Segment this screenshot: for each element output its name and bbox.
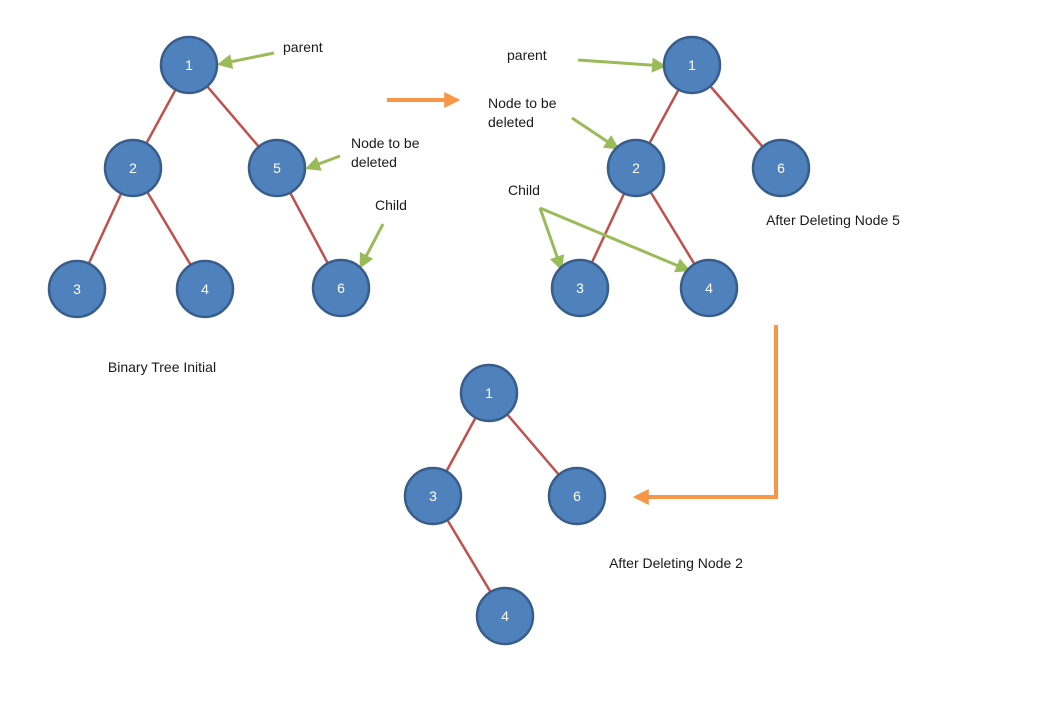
node-circle: [751, 138, 811, 198]
annotation-a2: Node to be deleted: [351, 135, 420, 170]
node-circle: [550, 258, 610, 318]
node-label: 3: [576, 280, 584, 296]
tree-node-i2: 2: [103, 138, 163, 198]
node-label: 4: [501, 608, 509, 624]
tree-node-b6: 6: [751, 138, 811, 198]
node-circle: [103, 138, 163, 198]
tree-node-b1: 1: [662, 35, 722, 95]
annotation-b_parent: parent: [507, 47, 547, 63]
node-circle: [547, 466, 607, 526]
annotation-line: Node to be: [351, 135, 420, 151]
tree-node-b3: 3: [550, 258, 610, 318]
node-circle: [662, 35, 722, 95]
tree-node-i4: 4: [175, 259, 235, 319]
tree-node-c1: 1: [459, 363, 519, 423]
node-circle: [475, 586, 535, 646]
node-label: 5: [273, 160, 281, 176]
tree-node-i6: 6: [311, 258, 371, 318]
annotation-line: parent: [507, 47, 547, 63]
tree-node-c4: 4: [475, 586, 535, 646]
node-circle: [159, 35, 219, 95]
node-circle: [175, 259, 235, 319]
pointer-arrow-b_child-1: [539, 206, 691, 273]
node-label: 2: [632, 160, 640, 176]
node-label: 6: [337, 280, 345, 296]
tree-node-i5: 5: [247, 138, 307, 198]
tree-edges: [75, 64, 782, 617]
pointer-arrow-b_parent-0: [577, 57, 667, 73]
pointer-arrow-b_child-0: [538, 207, 565, 271]
annotation-b_del: Node to be deleted: [488, 95, 557, 130]
node-label: 3: [73, 281, 81, 297]
node-circle: [47, 259, 107, 319]
annotation-line: Node to be: [488, 95, 557, 111]
node-circle: [247, 138, 307, 198]
node-circle: [459, 363, 519, 423]
tree-node-b2: 2: [606, 138, 666, 198]
flow-arrow-step-2: [632, 325, 778, 505]
annotation-a3: Child: [375, 197, 407, 213]
node-label: 4: [201, 281, 209, 297]
tree-node-i3: 3: [47, 259, 107, 319]
tree-node-c6: 6: [547, 466, 607, 526]
annotation-line: deleted: [488, 114, 534, 130]
pointer-arrow-a3-0: [359, 223, 385, 269]
pointer-arrow-a1-0: [217, 51, 275, 69]
pointer-arrows: [217, 51, 778, 505]
node-label: 1: [185, 57, 193, 73]
annotation-b_child: Child: [508, 182, 540, 198]
caption-initial: Binary Tree Initial: [108, 359, 216, 375]
node-circle: [311, 258, 371, 318]
node-circle: [679, 258, 739, 318]
pointer-arrow-a2-0: [305, 154, 341, 171]
node-circle: [403, 466, 463, 526]
node-label: 1: [485, 385, 493, 401]
node-label: 4: [705, 280, 713, 296]
annotation-a1: parent: [283, 39, 323, 55]
pointer-arrow-b_del-0: [571, 116, 620, 150]
annotation-line: Child: [375, 197, 407, 213]
annotation-line: parent: [283, 39, 323, 55]
tree-node-c3: 3: [403, 466, 463, 526]
tree-node-i1: 1: [159, 35, 219, 95]
annotation-line: deleted: [351, 154, 397, 170]
caption-after2: After Deleting Node 2: [609, 555, 743, 571]
node-circle: [606, 138, 666, 198]
node-label: 6: [777, 160, 785, 176]
annotation-line: Child: [508, 182, 540, 198]
tree-nodes: 1 2 5 3 4 6 1 2 6 3 4 1 3 6 4: [47, 35, 811, 646]
tree-node-b4: 4: [679, 258, 739, 318]
node-label: 6: [573, 488, 581, 504]
caption-after5: After Deleting Node 5: [766, 212, 900, 228]
node-label: 1: [688, 57, 696, 73]
node-label: 2: [129, 160, 137, 176]
node-label: 3: [429, 488, 437, 504]
